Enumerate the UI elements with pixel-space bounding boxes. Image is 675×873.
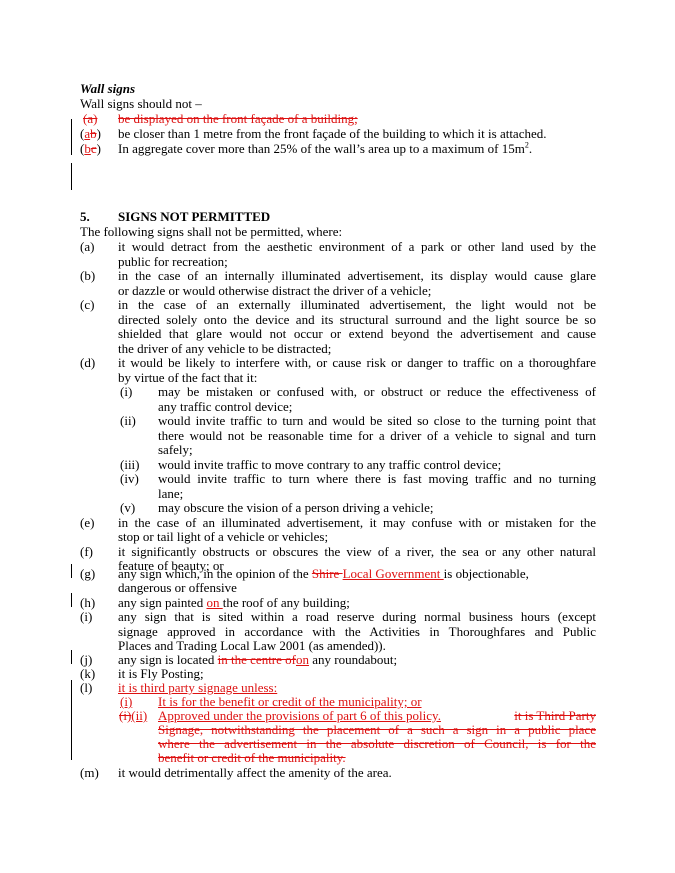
- sublist-number: (iii): [120, 457, 140, 472]
- list-text: shielded that glare would not occur or e…: [118, 326, 596, 341]
- list-number: (d): [80, 355, 96, 370]
- deleted-text: in the centre of: [217, 652, 296, 667]
- inserted-text: Local Government: [342, 566, 444, 581]
- list-number: (b): [80, 268, 96, 283]
- list-text: it would detract from the aesthetic envi…: [118, 239, 596, 254]
- list-text: stop or tail light of a vehicle or vehic…: [118, 529, 329, 544]
- list-number: (c): [80, 297, 95, 312]
- deleted-text: (i): [119, 708, 132, 723]
- list-text: by virtue of the fact that it:: [118, 370, 258, 385]
- sublist-number: (ii): [120, 413, 136, 428]
- wall-signs-heading: Wall signs: [80, 81, 136, 96]
- deleted-text: Signage, notwithstanding the placement o…: [158, 722, 596, 737]
- inserted-text: it is third party signage unless:: [118, 680, 278, 695]
- inserted-text: on: [295, 652, 309, 667]
- list-number: (l): [80, 680, 93, 695]
- list-text: In aggregate cover more than 25% of the …: [118, 140, 533, 156]
- sublist-number: (i): [120, 694, 133, 709]
- deleted-text: benefit or credit of the municipality.: [158, 750, 346, 765]
- list-number: (k): [80, 666, 96, 681]
- inserted-text: It is for the benefit or credit of the m…: [158, 694, 422, 709]
- list-text: be closer than 1 metre from the front fa…: [118, 126, 547, 141]
- sublist-number: (i)(ii): [119, 708, 147, 723]
- sublist-text: safely;: [158, 442, 193, 457]
- list-number: (f): [80, 544, 93, 559]
- deleted-text: b: [90, 126, 97, 141]
- sublist-text: there would not be reasonable time for a…: [158, 428, 596, 443]
- sublist-text: any traffic control device;: [158, 399, 293, 414]
- inserted-text: Approved under the provisions of part 6 …: [158, 708, 441, 723]
- inserted-text: b: [84, 141, 91, 156]
- list-number: (e): [80, 515, 95, 530]
- list-text: or dazzle or would otherwise distract th…: [118, 283, 432, 298]
- sublist-text: would invite traffic to move contrary to…: [158, 457, 502, 472]
- list-text: signage approved in accordance with the …: [118, 624, 596, 639]
- list-number: (j): [80, 652, 93, 667]
- sublist-number: (i): [120, 384, 133, 399]
- list-text: any sign which, in the opinion of the Sh…: [118, 566, 529, 581]
- section-title: SIGNS NOT PERMITTED: [118, 209, 271, 224]
- list-text: any sign painted on the roof of any buil…: [118, 595, 350, 610]
- list-number: (ab): [80, 126, 101, 141]
- change-bar: [71, 119, 73, 155]
- inserted-text: a: [84, 126, 91, 141]
- inserted-text: (ii): [131, 708, 148, 723]
- list-text: it would be likely to interfere with, or…: [118, 355, 596, 370]
- list-text: any sign that is sited within a road res…: [118, 609, 596, 624]
- list-text: it significantly obstructs or obscures t…: [118, 544, 596, 559]
- list-text: dangerous or offensive: [118, 580, 237, 595]
- list-text: feature of beauty; or: [118, 558, 224, 573]
- sublist-text: Approved under the provisions of part 6 …: [158, 708, 596, 723]
- list-number: (g): [80, 566, 96, 581]
- deleted-text: where the advertisement in the absolute …: [158, 736, 596, 751]
- list-number: (m): [80, 765, 99, 780]
- sublist-number: (v): [120, 500, 136, 515]
- list-text: directed solely onto the device and its …: [118, 312, 596, 327]
- sublist-text: would invite traffic to turn and would b…: [158, 413, 596, 428]
- list-text: the driver of any vehicle to be distract…: [118, 341, 332, 356]
- deleted-text: be displayed on the front façade of a bu…: [118, 111, 358, 126]
- list-text: in the case of an internally illuminated…: [118, 268, 596, 283]
- sublist-text: may be mistaken or confused with, or obs…: [158, 384, 596, 399]
- wall-signs-intro: Wall signs should not –: [80, 96, 202, 111]
- list-number: (i): [80, 609, 93, 624]
- change-bar: [71, 564, 73, 578]
- deleted-text: Shire: [311, 566, 343, 581]
- change-bar: [71, 680, 73, 760]
- change-bar: [71, 593, 73, 607]
- list-text: in the case of an illuminated advertisem…: [118, 515, 596, 530]
- list-text: it is Fly Posting;: [118, 666, 204, 681]
- section-intro: The following signs shall not be permitt…: [80, 224, 343, 239]
- list-number: (bc): [80, 141, 101, 156]
- list-text: in the case of an externally illuminated…: [118, 297, 596, 312]
- list-number: (a): [83, 111, 98, 126]
- list-text: Places and Trading Local Law 2001 (as am…: [118, 638, 386, 653]
- list-text: any sign is located in the centre ofon a…: [118, 652, 398, 667]
- sublist-text: may obscure the vision of a person drivi…: [158, 500, 434, 515]
- list-number: (h): [80, 595, 96, 610]
- inserted-text: on: [206, 595, 223, 610]
- deleted-text: it is Third Party: [514, 708, 596, 723]
- list-text: it would detrimentally affect the amenit…: [118, 765, 392, 780]
- sublist-text: would invite traffic to turn where there…: [158, 471, 596, 486]
- change-bar: [71, 650, 73, 664]
- deleted-text: c: [90, 141, 97, 156]
- sublist-number: (iv): [120, 471, 139, 486]
- section-number: 5.: [80, 209, 90, 224]
- sublist-text: lane;: [158, 486, 184, 501]
- change-bar: [71, 163, 73, 190]
- list-text: public for recreation;: [118, 254, 228, 269]
- list-number: (a): [80, 239, 95, 254]
